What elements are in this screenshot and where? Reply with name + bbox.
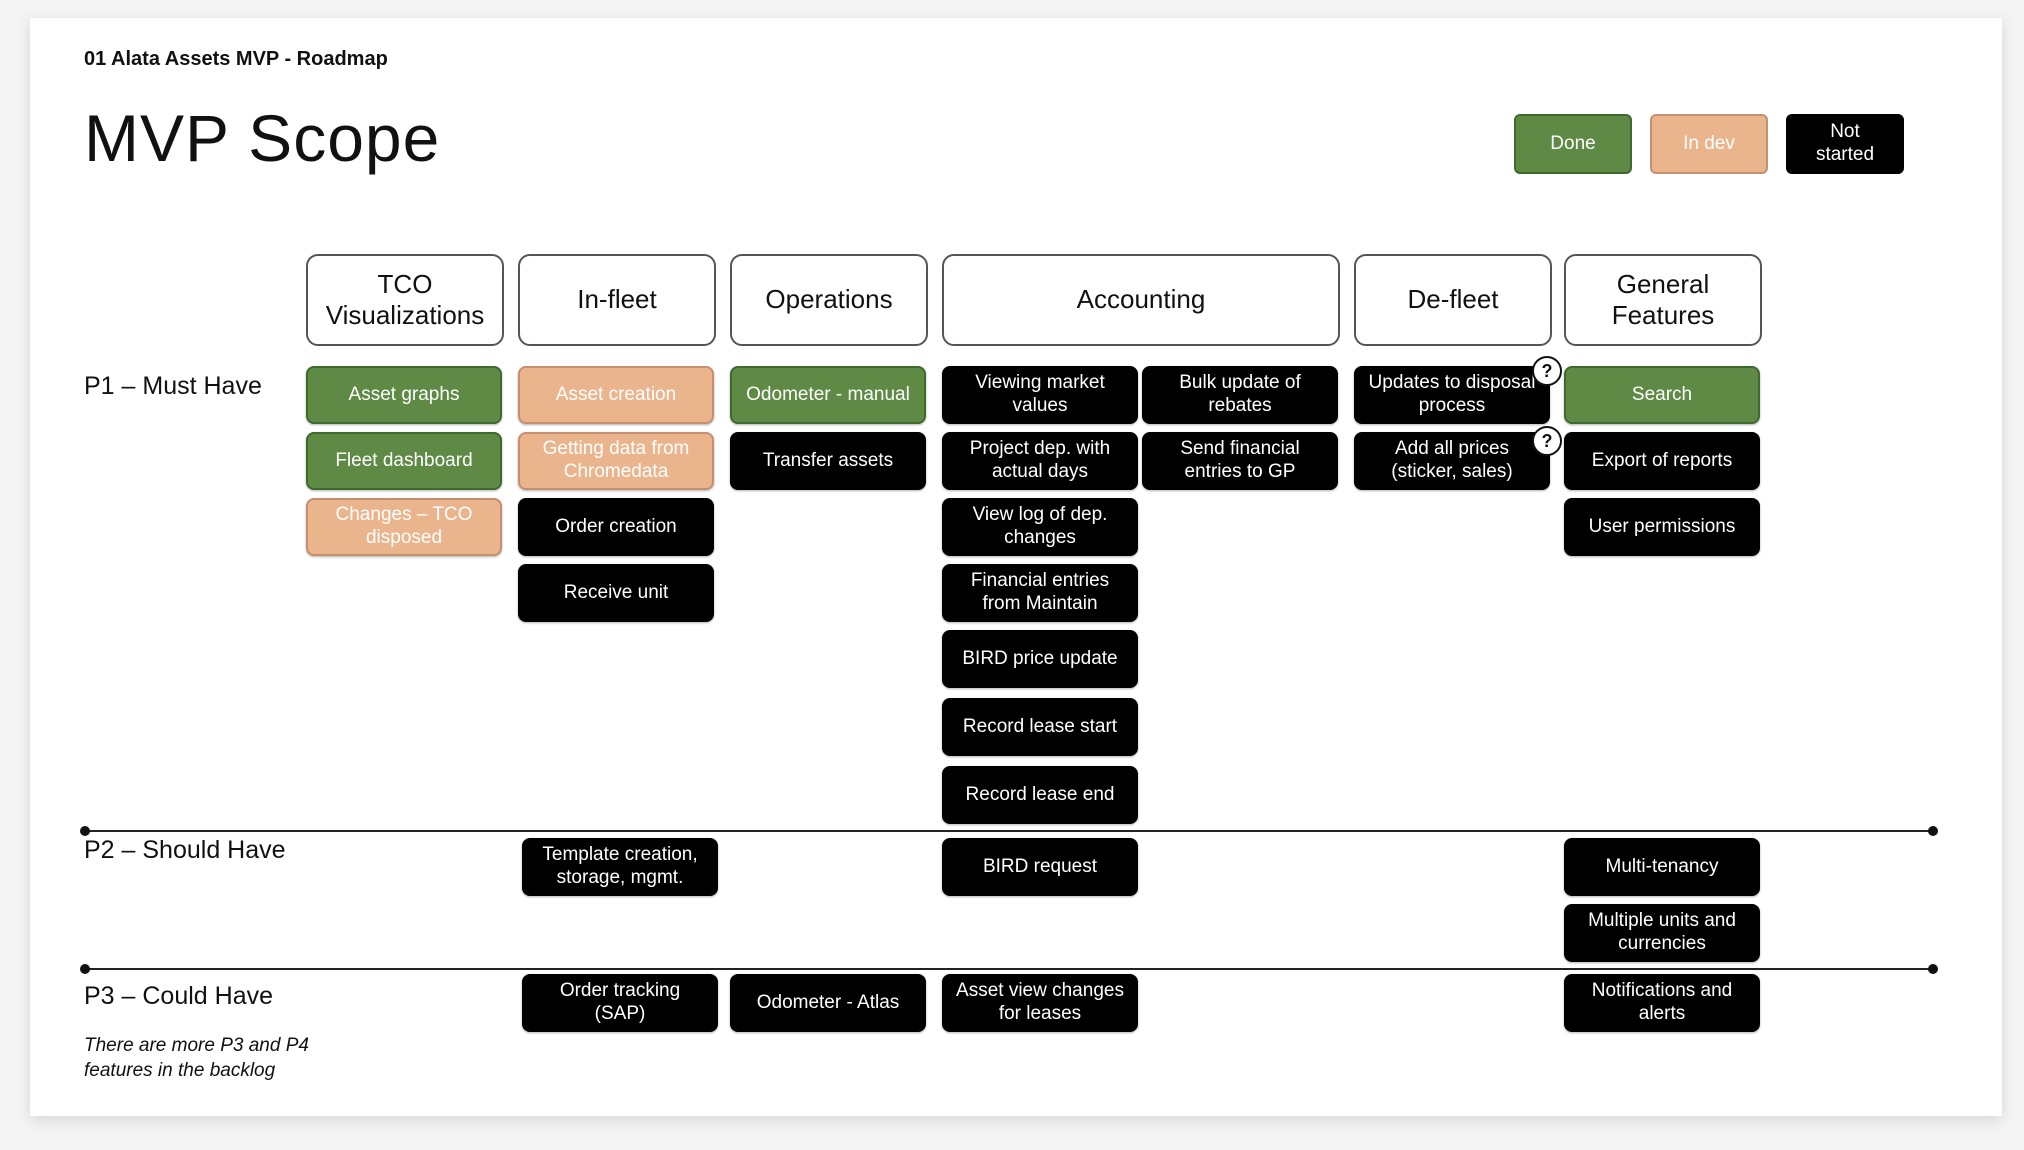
card-bird-price-update: BIRD price update bbox=[942, 630, 1138, 688]
card-template-creation: Template creation, storage, mgmt. bbox=[522, 838, 718, 896]
card-send-financial-entries: Send financial entries to GP bbox=[1142, 432, 1338, 490]
card-record-lease-start: Record lease start bbox=[942, 698, 1138, 756]
card-financial-entries-maintain: Financial entries from Maintain bbox=[942, 564, 1138, 622]
card-record-lease-end: Record lease end bbox=[942, 766, 1138, 824]
row-label-p3: P3 – Could Have bbox=[84, 982, 274, 1010]
card-multiple-units-currencies: Multiple units and currencies bbox=[1564, 904, 1760, 962]
card-user-permissions: User permissions bbox=[1564, 498, 1760, 556]
legend-done: Done bbox=[1514, 114, 1632, 174]
card-odometer-manual: Odometer - manual bbox=[730, 366, 926, 424]
column-header-in-fleet: In-fleet bbox=[518, 254, 716, 346]
card-project-dep: Project dep. with actual days bbox=[942, 432, 1138, 490]
row-label-p1: P1 – Must Have bbox=[84, 372, 262, 400]
column-header-operations: Operations bbox=[730, 254, 928, 346]
card-transfer-assets: Transfer assets bbox=[730, 432, 926, 490]
card-odometer-atlas: Odometer - Atlas bbox=[730, 974, 926, 1032]
divider-p2-p3 bbox=[80, 964, 1938, 974]
legend-not-started: Not started bbox=[1786, 114, 1904, 174]
card-changes-tco-disposed: Changes – TCO disposed bbox=[306, 498, 502, 556]
card-order-tracking: Order tracking (SAP) bbox=[522, 974, 718, 1032]
question-mark-icon: ? bbox=[1532, 426, 1562, 456]
card-search: Search bbox=[1564, 366, 1760, 424]
column-header-general-features: General Features bbox=[1564, 254, 1762, 346]
row-label-p2: P2 – Should Have bbox=[84, 836, 286, 864]
column-header-accounting: Accounting bbox=[942, 254, 1340, 346]
card-bulk-update-rebates: Bulk update of rebates bbox=[1142, 366, 1338, 424]
column-header-de-fleet: De-fleet bbox=[1354, 254, 1552, 346]
page-title: MVP Scope bbox=[84, 101, 441, 175]
card-fleet-dashboard: Fleet dashboard bbox=[306, 432, 502, 490]
card-receive-unit: Receive unit bbox=[518, 564, 714, 622]
card-order-creation: Order creation bbox=[518, 498, 714, 556]
card-add-all-prices: Add all prices (sticker, sales) bbox=[1354, 432, 1550, 490]
card-updates-disposal: Updates to disposal process bbox=[1354, 366, 1550, 424]
breadcrumb: 01 Alata Assets MVP - Roadmap bbox=[84, 48, 388, 70]
card-asset-creation: Asset creation bbox=[518, 366, 714, 424]
card-bird-request: BIRD request bbox=[942, 838, 1138, 896]
card-asset-graphs: Asset graphs bbox=[306, 366, 502, 424]
divider-p1-p2 bbox=[80, 826, 1938, 836]
card-viewing-market-values: Viewing market values bbox=[942, 366, 1138, 424]
card-getting-data-chromedata: Getting data from Chromedata bbox=[518, 432, 714, 490]
card-notifications-alerts: Notifications and alerts bbox=[1564, 974, 1760, 1032]
card-asset-view-changes: Asset view changes for leases bbox=[942, 974, 1138, 1032]
card-export-reports: Export of reports bbox=[1564, 432, 1760, 490]
question-mark-icon: ? bbox=[1532, 356, 1562, 386]
legend-in-dev: In dev bbox=[1650, 114, 1768, 174]
card-multi-tenancy: Multi-tenancy bbox=[1564, 838, 1760, 896]
backlog-note: There are more P3 and P4 features in the… bbox=[84, 1035, 309, 1081]
card-view-log-dep: View log of dep. changes bbox=[942, 498, 1138, 556]
column-header-tco: TCO Visualizations bbox=[306, 254, 504, 346]
